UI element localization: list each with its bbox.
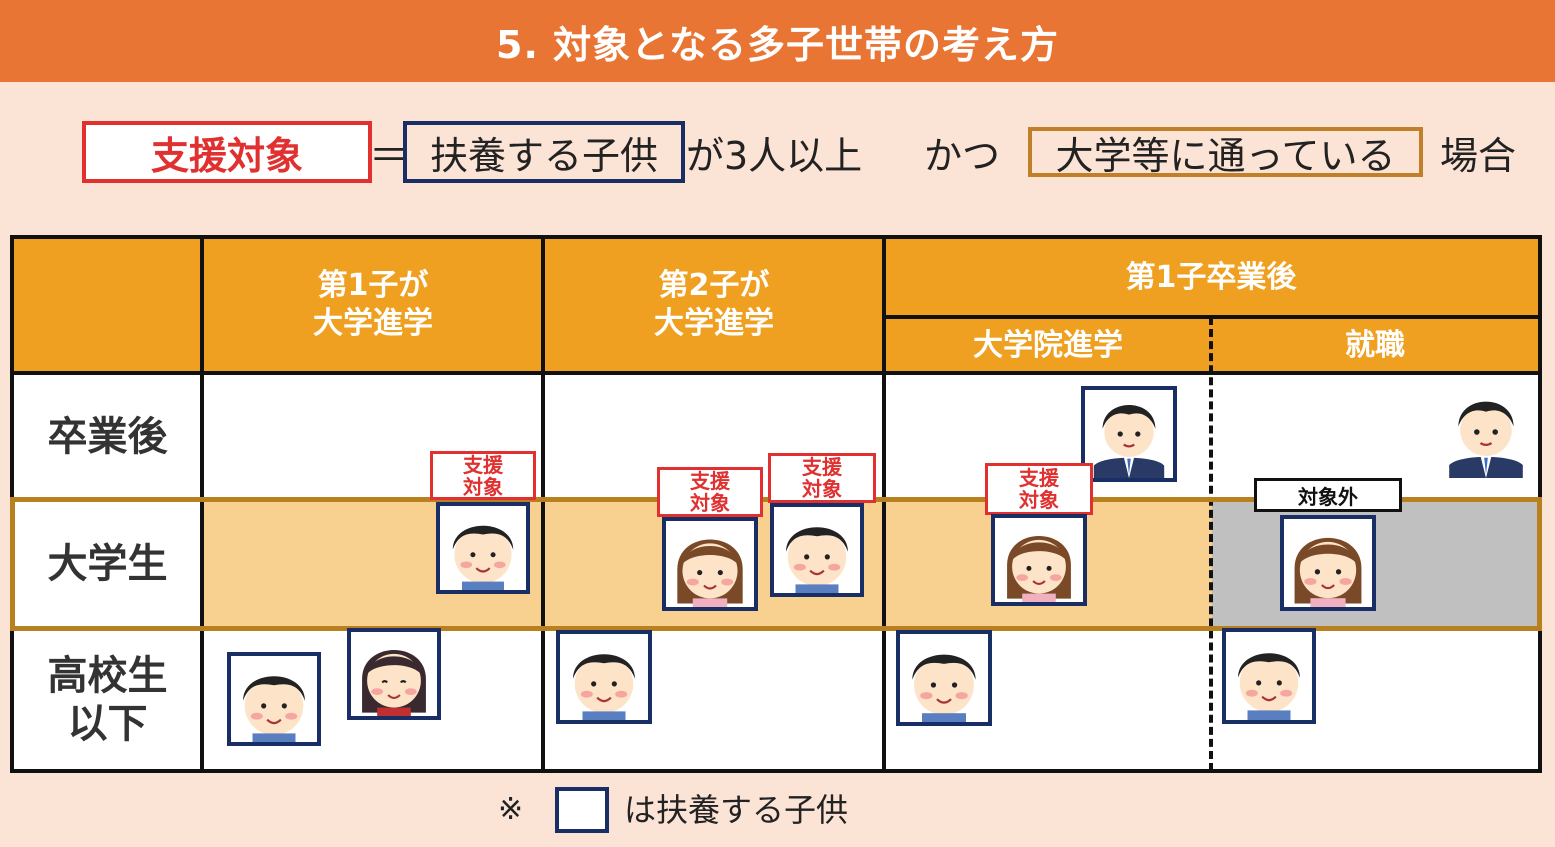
dependent-child-frame — [556, 630, 652, 724]
dependent-child-frame — [1280, 515, 1376, 611]
grid-line — [10, 371, 1542, 375]
girl-face-icon — [361, 649, 427, 716]
row-label-graduate: 卒業後 — [47, 414, 168, 460]
tag-line: 対象 — [802, 477, 842, 501]
tag-line: 対象 — [463, 474, 503, 499]
suit-man-icon — [1448, 400, 1524, 480]
suit-man-icon — [1092, 403, 1166, 478]
boy-face-icon — [911, 653, 977, 722]
grid-line — [884, 315, 1542, 319]
boy-face-icon — [241, 675, 307, 742]
dependent-child-frame — [436, 502, 530, 594]
tag-line: 支援 — [802, 455, 842, 479]
row-label-student: 大学生 — [47, 541, 168, 587]
legend-frame-sample — [555, 787, 609, 833]
support-target-tag: 支援 対象 — [768, 453, 876, 503]
support-target-label: 支援対象 — [150, 133, 303, 178]
excluded-tag: 対象外 — [1254, 478, 1402, 512]
support-target-tag: 支援 対象 — [430, 451, 536, 500]
footnote-text: は扶養する子供 — [624, 791, 849, 829]
grid-line — [200, 235, 204, 773]
dependent-child-frame — [347, 628, 441, 720]
grid-line — [541, 235, 545, 773]
dashed-divider — [1209, 317, 1213, 771]
boy-face-icon — [784, 526, 850, 593]
page-title: 5. 対象となる多子世帯の考え方 — [0, 0, 1555, 82]
boy-face-icon — [451, 524, 515, 590]
footnote-mark: ※ — [498, 792, 524, 827]
dependent-children-box: 扶養する子供 — [403, 121, 685, 183]
support-target-box: 支援対象 — [82, 121, 372, 183]
university-label: 大学等に通っている — [1055, 133, 1396, 178]
university-box: 大学等に通っている — [1028, 127, 1423, 178]
dependent-child-frame — [1222, 628, 1316, 724]
dependent-child-frame — [770, 503, 864, 597]
girl-face-icon — [676, 538, 744, 607]
boy-face-icon — [571, 653, 637, 720]
tag-line: 対象 — [1019, 488, 1059, 512]
dependent-child-frame — [896, 630, 992, 726]
girl-face-icon — [1293, 536, 1363, 607]
student-label-bg — [14, 502, 201, 626]
grid-line — [882, 235, 886, 773]
header-after-graduation: 第1子卒業後 — [886, 240, 1536, 316]
tag-line: 支援 — [1019, 466, 1059, 490]
girl-face-icon — [1006, 535, 1072, 602]
tag-line: 支援 — [463, 452, 503, 477]
support-target-tag: 支援 対象 — [985, 463, 1093, 515]
support-target-tag: 支援 対象 — [657, 467, 763, 517]
employed-child — [1440, 378, 1532, 486]
dependent-child-frame — [991, 514, 1087, 606]
header-first-child-text: 第1子が 大学進学 — [313, 268, 433, 341]
count-condition: が3人以上 — [686, 133, 863, 178]
tag-line: 支援 — [690, 469, 730, 493]
header-employment: 就職 — [1214, 320, 1536, 372]
equals-sign: ＝ — [369, 133, 409, 179]
row-label-highschool: 高校生 以下 — [14, 632, 201, 768]
dependent-child-frame — [227, 652, 321, 746]
header-first-child: 第1子が 大学進学 — [204, 240, 542, 370]
dependent-child-frame — [1081, 386, 1177, 482]
header-second-child-text: 第2子が 大学進学 — [654, 268, 774, 341]
boy-face-icon — [1236, 652, 1302, 720]
dependent-children-label: 扶養する子供 — [429, 133, 658, 178]
and-conjunction: かつ — [923, 133, 1000, 178]
case-text: 場合 — [1439, 133, 1516, 178]
row-label-highschool-text: 高校生 以下 — [47, 653, 168, 747]
header-graduate-school: 大学院進学 — [886, 320, 1210, 372]
header-second-child: 第2子が 大学進学 — [545, 240, 883, 370]
dependent-child-frame — [662, 517, 758, 611]
tag-line: 対象 — [690, 491, 730, 515]
